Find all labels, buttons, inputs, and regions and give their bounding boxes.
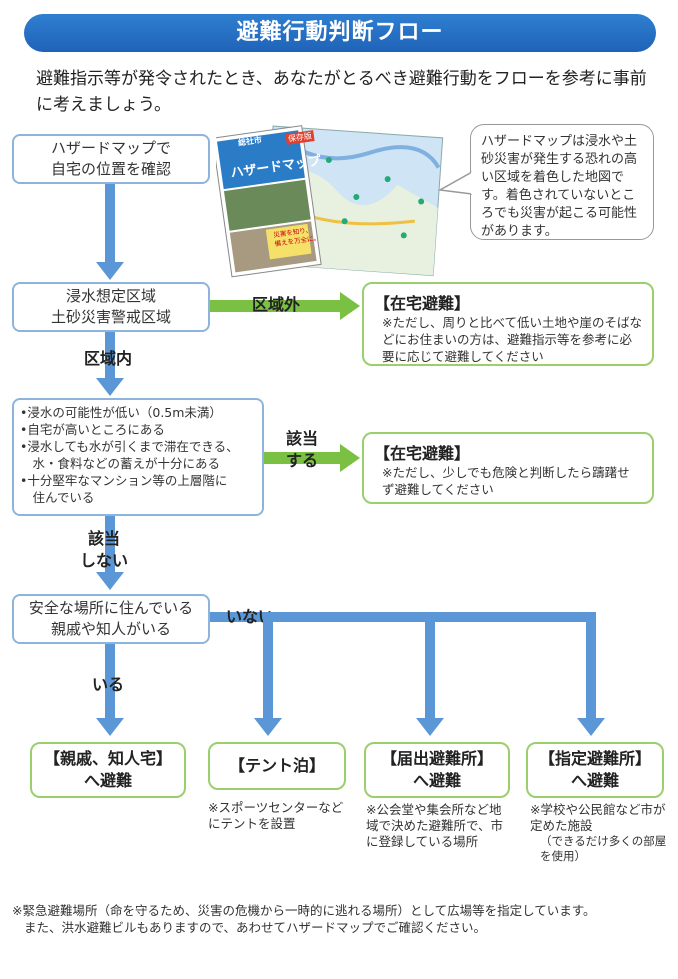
condition-item: 水・食料などの蓄えが十分にある [20,456,221,471]
label-inside-zone: 区域内 [84,349,133,368]
label-applies-line2: する [286,451,319,470]
dest-relatives-sub: へ避難 [83,771,132,790]
dest-tent-note: ※スポーツセンターなどにテントを設置 [208,800,344,831]
step-check-home-line1: ハザードマップで [50,139,171,157]
dest-tent-title: 【テント泊】 [228,756,325,775]
arrow-down-designated [586,612,596,722]
page-title: 避難行動判断フロー [24,14,656,52]
conditions-list: •浸水の可能性が低い（0.5m未満） •自宅が高いところにある •浸水しても水が… [20,404,256,506]
dest-registered-sub: へ避難 [412,771,461,790]
label-not-applies: 該当 しない [80,528,128,572]
conditions-box: •浸水の可能性が低い（0.5m未満） •自宅が高いところにある •浸水しても水が… [12,398,264,516]
hazard-map-illustration: 総社市 保存版 ハザードマップ 災害を知り、 備えを万全に。 [211,122,446,282]
dest-designated-subnote: （できるだけ多くの部屋を使用） [540,834,667,863]
step-risk-zone-line2: 土砂災害警戒区域 [50,308,171,326]
dest-designated-note: ※学校や公民館など市が定めた施設 [530,802,666,833]
hazard-map-callout: ハザードマップは浸水や土砂災害が発生する恐れの高い区域を着色した地図です。着色さ… [470,124,654,240]
label-applies-line1: 該当 [286,429,319,448]
step-check-home-line2: 自宅の位置を確認 [50,160,171,178]
condition-item: 住んでいる [20,490,95,505]
dest-designated-title: 【指定避難所】 [538,749,651,768]
arrow-down-tent [263,612,273,722]
branch-line-no [210,612,596,622]
label-applies: 該当 する [286,428,318,472]
arrow-outside-zone [210,300,344,312]
arrow-down-registered-head [416,718,444,736]
dest-relatives-box: 【親戚、知人宅】 へ避難 [30,742,186,798]
condition-item: •自宅が高いところにある [20,422,165,437]
result-stay-home-2-title: 【在宅避難】 [374,444,471,463]
label-not-applies-line2: しない [80,551,129,570]
arrow-down-2-head [96,378,124,396]
step-risk-zone-box: 浸水想定区域 土砂災害警戒区域 [12,282,210,332]
label-yes: いる [92,675,125,694]
condition-item: •十分堅牢なマンション等の上層階に [20,473,228,488]
dest-designated-sub: へ避難 [570,771,619,790]
label-outside-zone: 区域外 [252,295,301,314]
result-stay-home-2: 【在宅避難】 ※ただし、少しでも危険と判断したら躊躇せず避難してください [362,432,654,504]
arrow-down-yes-head [96,718,124,736]
arrow-down-1 [105,184,115,266]
arrow-down-2 [105,332,115,382]
footnote: ※緊急避難場所（命を守るため、災害の危機から一時的に逃れる場所）として広場等を指… [12,902,668,936]
arrow-down-yes [105,644,115,722]
dest-registered-note: ※公会堂や集会所など地域で決めた避難所で、市に登録している場所 [366,802,504,849]
result-stay-home-1-note: ※ただし、周りと比べて低い土地や崖のそばなどにお住まいの方は、避難指示等を参考に… [382,315,642,364]
arrow-down-3-head [96,572,124,590]
dest-registered-box: 【届出避難所】 へ避難 [364,742,510,798]
result-stay-home-1: 【在宅避難】 ※ただし、周りと比べて低い土地や崖のそばなどにお住まいの方は、避難… [362,282,654,366]
footnote-line1: ※緊急避難場所（命を守るため、災害の危機から一時的に逃れる場所）として広場等を指… [12,903,596,918]
step-check-home-box: ハザードマップで 自宅の位置を確認 [12,134,210,184]
arrow-applies-head [340,444,360,472]
dest-tent-box: 【テント泊】 [208,742,346,790]
dest-designated-box: 【指定避難所】 へ避難 [526,742,664,798]
arrow-down-1-head [96,262,124,280]
dest-relatives-title: 【親戚、知人宅】 [43,749,172,768]
result-stay-home-2-note: ※ただし、少しでも危険と判断したら躊躇せず避難してください [382,465,630,497]
callout-pointer [438,171,474,195]
step-relatives-box: 安全な場所に住んでいる 親戚や知人がいる [12,594,210,644]
arrow-down-registered [425,612,435,722]
step-risk-zone-line1: 浸水想定区域 [65,287,156,305]
arrow-applies [264,452,344,464]
condition-item: •浸水の可能性が低い（0.5m未満） [20,405,222,420]
arrow-down-3 [105,516,115,576]
arrow-down-tent-head [254,718,282,736]
footnote-line2: また、洪水避難ビルもありますので、あわせてハザードマップでご確認ください。 [24,920,487,935]
step-relatives-line2: 親戚や知人がいる [50,620,171,638]
result-stay-home-1-title: 【在宅避難】 [374,294,471,313]
label-no: いない [226,607,275,626]
step-relatives-line1: 安全な場所に住んでいる [28,599,194,617]
arrow-down-designated-head [577,718,605,736]
condition-item: •浸水しても水が引くまで滞在できる、 [20,439,239,454]
dest-registered-title: 【届出避難所】 [380,749,493,768]
arrow-outside-zone-head [340,292,360,320]
label-not-applies-line1: 該当 [88,529,121,548]
intro-text: 避難指示等が発令されたとき、あなたがとるべき避難行動をフローを参考に事前に考えま… [36,69,647,115]
